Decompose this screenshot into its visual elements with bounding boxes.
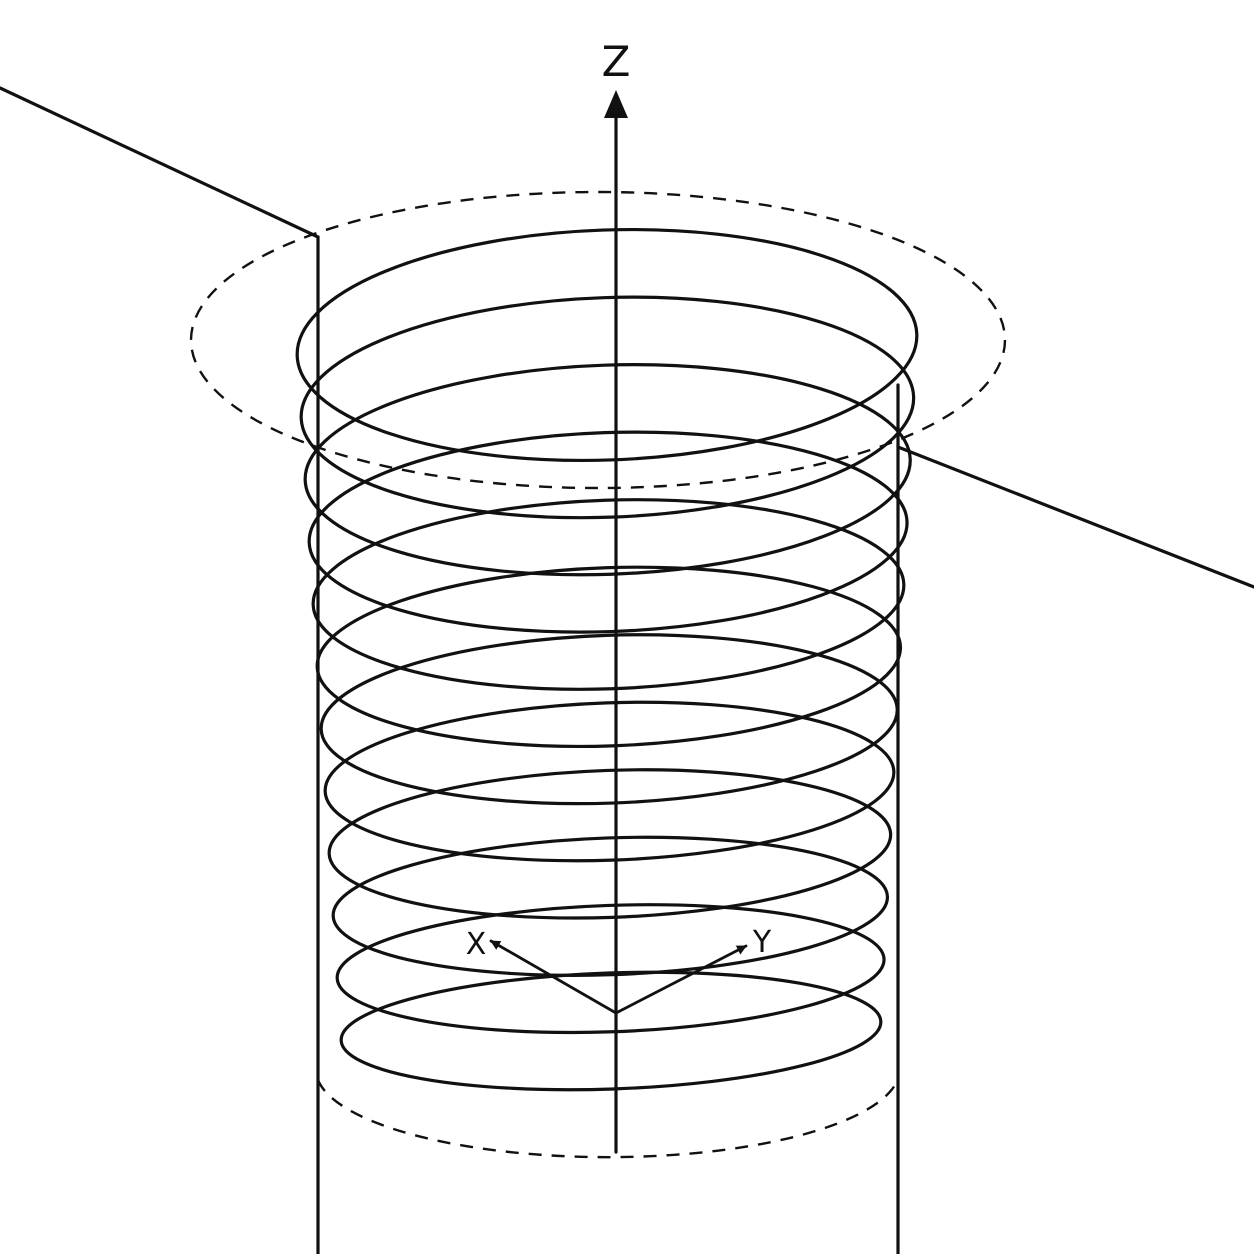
coil-turn — [295, 227, 919, 463]
y-axis — [614, 944, 748, 1015]
coil-turn — [311, 498, 906, 691]
coil-turn — [323, 700, 896, 863]
boundary-arc-bottom — [316, 1079, 897, 1159]
z-axis-label: Z — [602, 37, 631, 86]
coil-turn — [307, 430, 909, 634]
coil-turn — [303, 363, 912, 577]
coil-turn — [315, 565, 903, 749]
coil-turn — [319, 633, 899, 806]
z-axis-arrowhead — [604, 90, 628, 118]
coil-turn — [331, 835, 890, 977]
plane-edge-right — [896, 445, 1254, 589]
coil-turn — [299, 295, 916, 520]
y-axis-label: Y — [752, 925, 772, 960]
coil-turn — [327, 768, 893, 920]
coil-turn — [339, 970, 883, 1092]
x-axis — [489, 939, 618, 1015]
helix-coil — [295, 227, 919, 1092]
x-axis-label: X — [466, 927, 487, 962]
coil-turn — [335, 903, 886, 1035]
boundary-ellipse-top — [189, 190, 1007, 490]
plane-edge-left — [0, 86, 320, 239]
